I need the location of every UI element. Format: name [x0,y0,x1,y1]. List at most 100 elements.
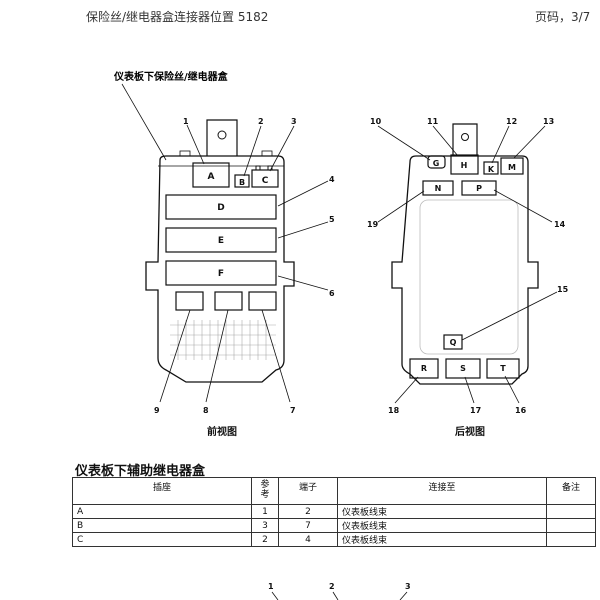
front-callout-5: 5 [329,215,335,224]
col-header-terminal: 端子 [278,477,338,505]
cell-plug: A [72,504,252,519]
front-slot-C [251,169,279,188]
rear-slot-Q [443,334,463,350]
rear-callout-19: 19 [367,220,379,229]
rear-callout-13: 13 [543,117,554,126]
rear-callout-15: 15 [557,285,569,294]
table-row: B 3 7 仪表板线束 [72,518,596,533]
rear-slot-Q-label: Q [450,338,457,347]
table-row: C 2 4 仪表板线束 [72,532,596,547]
bottom-callout-1: 1 [268,582,274,591]
diagram-title: 仪表板下保险丝/继电器盒 [113,70,229,83]
rear-view [391,123,539,385]
front-slot-E [165,227,277,253]
rear-slot-M-label: M [508,163,516,172]
front-callout-2: 2 [258,117,264,126]
rear-slot-S-label: S [460,364,466,373]
rear-callout-10: 10 [370,117,382,126]
front-callout-3: 3 [291,117,297,126]
front-view-caption: 前视图 [207,425,237,438]
table-header-row: 插座 参 考 端子 连接至 备注 [72,477,596,505]
cell-connects-to: 仪表板线束 [337,518,547,533]
front-leader-lines [159,124,329,403]
rear-leader-lines [377,125,558,404]
col-header-ref: 参 考 [251,477,279,505]
cell-note [546,532,596,547]
rear-callout-17: 17 [470,406,481,415]
bottom-leader-lines [271,591,408,600]
rear-box-outline [391,155,539,385]
rear-callout-11: 11 [427,117,439,126]
front-relay-left [175,291,204,311]
cell-note [546,504,596,519]
front-slot-A-label: A [208,172,215,182]
front-callout-6: 6 [329,289,335,298]
front-slot-F-label: F [218,269,224,279]
cell-connects-to: 仪表板线束 [337,532,547,547]
cell-ref: 3 [251,518,279,533]
rear-slot-K [483,161,499,175]
col-header-note: 备注 [546,477,596,505]
bottom-callout-2: 2 [329,582,335,591]
front-callout-4: 4 [329,175,335,184]
rear-slot-H-label: H [461,161,468,170]
rear-slot-M [500,157,524,175]
cell-terminal: 4 [278,532,338,547]
front-callout-9: 9 [154,406,160,415]
col-header-ref-line2: 考 [260,490,270,500]
front-callout-8: 8 [203,406,209,415]
rear-callout-16: 16 [515,406,527,415]
rear-callout-18: 18 [388,406,400,415]
rear-slot-K-label: K [488,165,495,174]
rear-slot-T [486,358,520,379]
rear-view-caption: 后视图 [455,425,485,438]
rear-callout-12: 12 [506,117,517,126]
front-mount-hole [217,130,227,140]
cell-ref: 1 [251,504,279,519]
rear-mount-tab [452,123,478,156]
rear-slot-P-label: P [476,184,482,193]
rear-slot-G-label: G [433,159,440,168]
bottom-callout-3: 3 [405,582,411,591]
front-slot-D [165,194,277,220]
rear-slot-N [422,180,454,196]
rear-callout-14: 14 [554,220,566,229]
col-header-connects-to: 连接至 [337,477,547,505]
front-callout-1: 1 [183,117,189,126]
front-slot-D-label: D [217,203,224,213]
rear-slot-N-label: N [435,184,442,193]
rear-slot-G [427,155,446,169]
cell-plug: B [72,518,252,533]
table-row: A 1 2 仪表板线束 [72,504,596,519]
front-slot-C-label: C [262,176,269,186]
title-leader-line [121,83,167,161]
front-slot-F [165,260,277,286]
cell-plug: C [72,532,252,547]
front-relay-middle [214,291,243,311]
front-callout-7: 7 [290,406,296,415]
cell-ref: 2 [251,532,279,547]
rear-slot-T-label: T [500,364,506,373]
cell-note [546,518,596,533]
front-mount-tab [206,119,238,156]
page-number: 页码，3/7 [535,10,591,24]
rear-slot-R-label: R [421,364,427,373]
cell-connects-to: 仪表板线束 [337,504,547,519]
front-box-outline [145,155,295,383]
rear-slot-R [409,358,439,379]
rear-slot-H [450,154,479,175]
connector-table: 插座 参 考 端子 连接至 备注 A 1 2 仪表板线束 B 3 7 仪表板线束… [72,477,596,547]
document-header-title: 保险丝/继电器盒连接器位置 5182 [86,10,269,24]
section-title: 仪表板下辅助继电器盒 [75,464,206,479]
rear-slot-P [461,180,497,196]
cell-terminal: 7 [278,518,338,533]
front-relay-right [248,291,277,311]
front-slot-A [192,162,230,188]
col-header-ref-line1: 参 [260,480,270,490]
front-slot-B [234,174,250,188]
rear-slot-S [445,358,481,379]
col-header-plug: 插座 [72,477,252,505]
front-slot-E-label: E [218,236,224,246]
front-slot-B-label: B [239,178,245,187]
